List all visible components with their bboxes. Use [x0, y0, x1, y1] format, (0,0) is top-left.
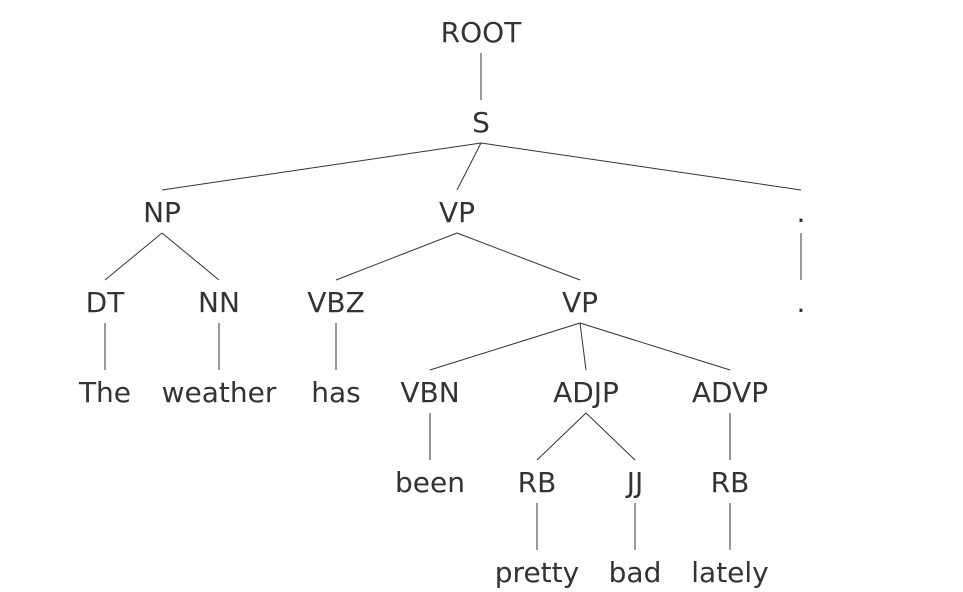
tree-edge-s-to-vp1 — [456, 142, 482, 191]
tree-edge-vp1-to-vp2 — [456, 232, 581, 281]
tree-node-the: The — [78, 376, 131, 409]
tree-edge-s-to-punct-tag — [480, 142, 802, 191]
tree-node-vp2: VP — [562, 286, 598, 319]
tree-edge-s-to-np — [161, 142, 482, 191]
tree-node-jj: JJ — [625, 466, 644, 499]
tree-edge-vp1-to-vbz — [335, 232, 458, 281]
tree-edge-np-to-dt — [104, 232, 163, 281]
tree-node-np: NP — [143, 196, 181, 229]
tree-node-dt: DT — [86, 286, 126, 319]
tree-node-adjp: ADJP — [553, 376, 619, 409]
tree-node-rb2: RB — [711, 466, 750, 499]
tree-node-bad: bad — [609, 556, 662, 589]
tree-edge-adjp-to-rb1 — [536, 412, 587, 461]
tree-node-nn: NN — [198, 286, 240, 319]
tree-node-lately: lately — [691, 556, 769, 589]
tree-node-advp: ADVP — [692, 376, 768, 409]
tree-edge-np-to-nn — [161, 232, 220, 281]
tree-node-punct-tag: . — [797, 196, 806, 229]
nodes-layer: ROOT S NP VP. DT NN VBZ VP. The weather has VBN ADJP… — [78, 16, 805, 589]
tree-edge-vp2-to-advp — [579, 322, 731, 371]
edges-layer — [104, 53, 802, 550]
tree-node-vbz: VBZ — [307, 286, 365, 319]
tree-node-punct-word: . — [797, 286, 806, 319]
tree-edge-vp2-to-adjp — [579, 322, 587, 371]
tree-node-vp1: VP — [439, 196, 475, 229]
tree-node-pretty: pretty — [495, 556, 579, 589]
tree-node-rb1: RB — [518, 466, 557, 499]
tree-node-s: S — [472, 106, 490, 139]
tree-node-root: ROOT — [441, 16, 523, 49]
tree-node-vbn: VBN — [400, 376, 459, 409]
tree-node-has: has — [311, 376, 361, 409]
tree-edge-adjp-to-jj — [585, 412, 636, 461]
tree-edge-vp2-to-vbn — [429, 322, 581, 371]
tree-node-weather: weather — [162, 376, 277, 409]
tree-node-been: been — [395, 466, 465, 499]
